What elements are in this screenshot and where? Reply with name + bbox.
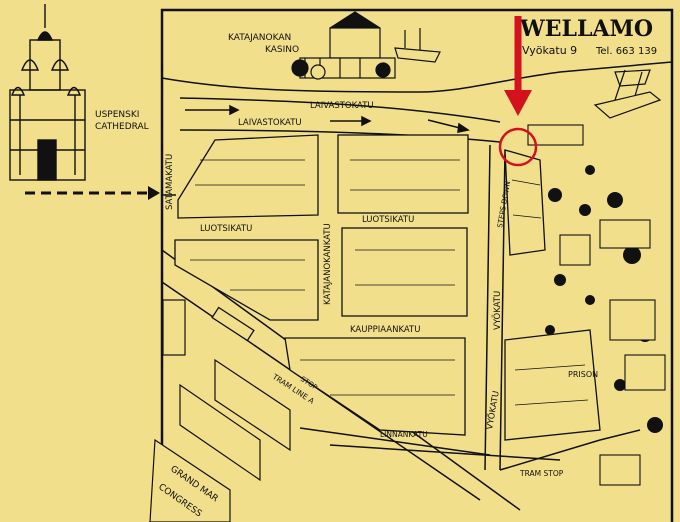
block-e	[341, 227, 468, 317]
kasino-building	[291, 11, 396, 80]
street-luotsikatu-right: LUOTSIKATU	[362, 215, 414, 225]
kasino-label-1: KATAJANOKAN	[228, 33, 291, 43]
street-direction-arrows	[185, 104, 470, 133]
city-blocks	[174, 134, 601, 441]
venue-title: WELLAMO	[519, 16, 653, 42]
southwest-buildings	[149, 299, 291, 522]
building-hatching	[190, 159, 589, 406]
kasino-label-2: KASINO	[265, 45, 299, 55]
uspenski-label-2: CATHEDRAL	[95, 122, 149, 132]
street-kauppiaankatu: KAUPPIAANKATU	[350, 325, 420, 335]
block-s	[284, 337, 466, 436]
venue-phone: Tel. 663 139	[595, 46, 657, 57]
map-border	[160, 8, 674, 522]
prison-label: PRISON	[568, 370, 598, 379]
street-satamakatu: SATAMAKATU	[165, 154, 175, 210]
uspenski-cathedral-drawing	[9, 4, 86, 181]
trees	[545, 165, 663, 433]
block-tower	[504, 149, 546, 256]
ships	[394, 28, 662, 119]
block-ne	[337, 134, 469, 214]
street-katajanokankatu: KATAJANOKANKATU	[323, 223, 333, 305]
approach-arrow	[25, 186, 160, 200]
block-nw	[177, 134, 319, 219]
east-buildings	[527, 124, 666, 486]
street-linnankatu: LINNANKATU	[380, 430, 428, 439]
tram-stop-label: TRAM STOP	[519, 469, 564, 478]
street-laivastokatu-lower: LAIVASTOKATU	[238, 118, 302, 128]
block-prison	[504, 329, 601, 441]
street-luotsikatu-left: LUOTSIKATU	[200, 224, 252, 234]
street-laivastokatu-upper: LAIVASTOKATU	[310, 101, 374, 111]
wellamo-location-marker	[498, 16, 538, 167]
shoreline	[161, 61, 673, 93]
street-vyokatu-upper: VYÖKATU	[492, 291, 503, 330]
tram	[211, 306, 255, 342]
uspenski-label-1: USPENSKI	[95, 110, 139, 120]
venue-address: Vyökatu 9	[522, 44, 577, 57]
